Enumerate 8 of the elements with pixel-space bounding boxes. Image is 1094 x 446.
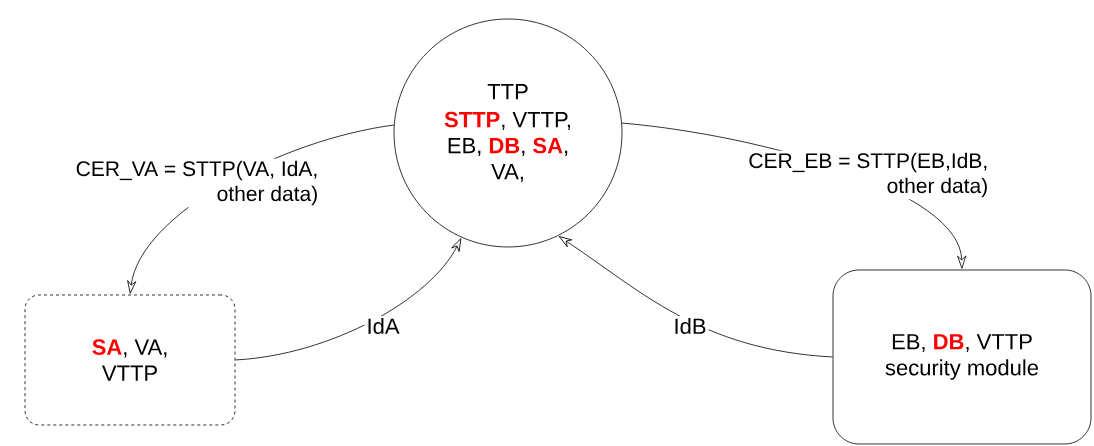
edge-label: IdA: [364, 315, 402, 337]
edge-label: CER_VA = STTP(VA, IdA, other data): [69, 158, 321, 208]
arrow: [558, 236, 833, 358]
entity-box: SA, VA, VTTP: [24, 294, 236, 426]
arrow: [235, 238, 462, 361]
edge-label: IdB: [671, 315, 709, 337]
module-box: EB, DB, VTTP security module: [832, 269, 1092, 445]
edge-label: CER_EB = STTP(EB,IdB, other data): [739, 150, 991, 200]
